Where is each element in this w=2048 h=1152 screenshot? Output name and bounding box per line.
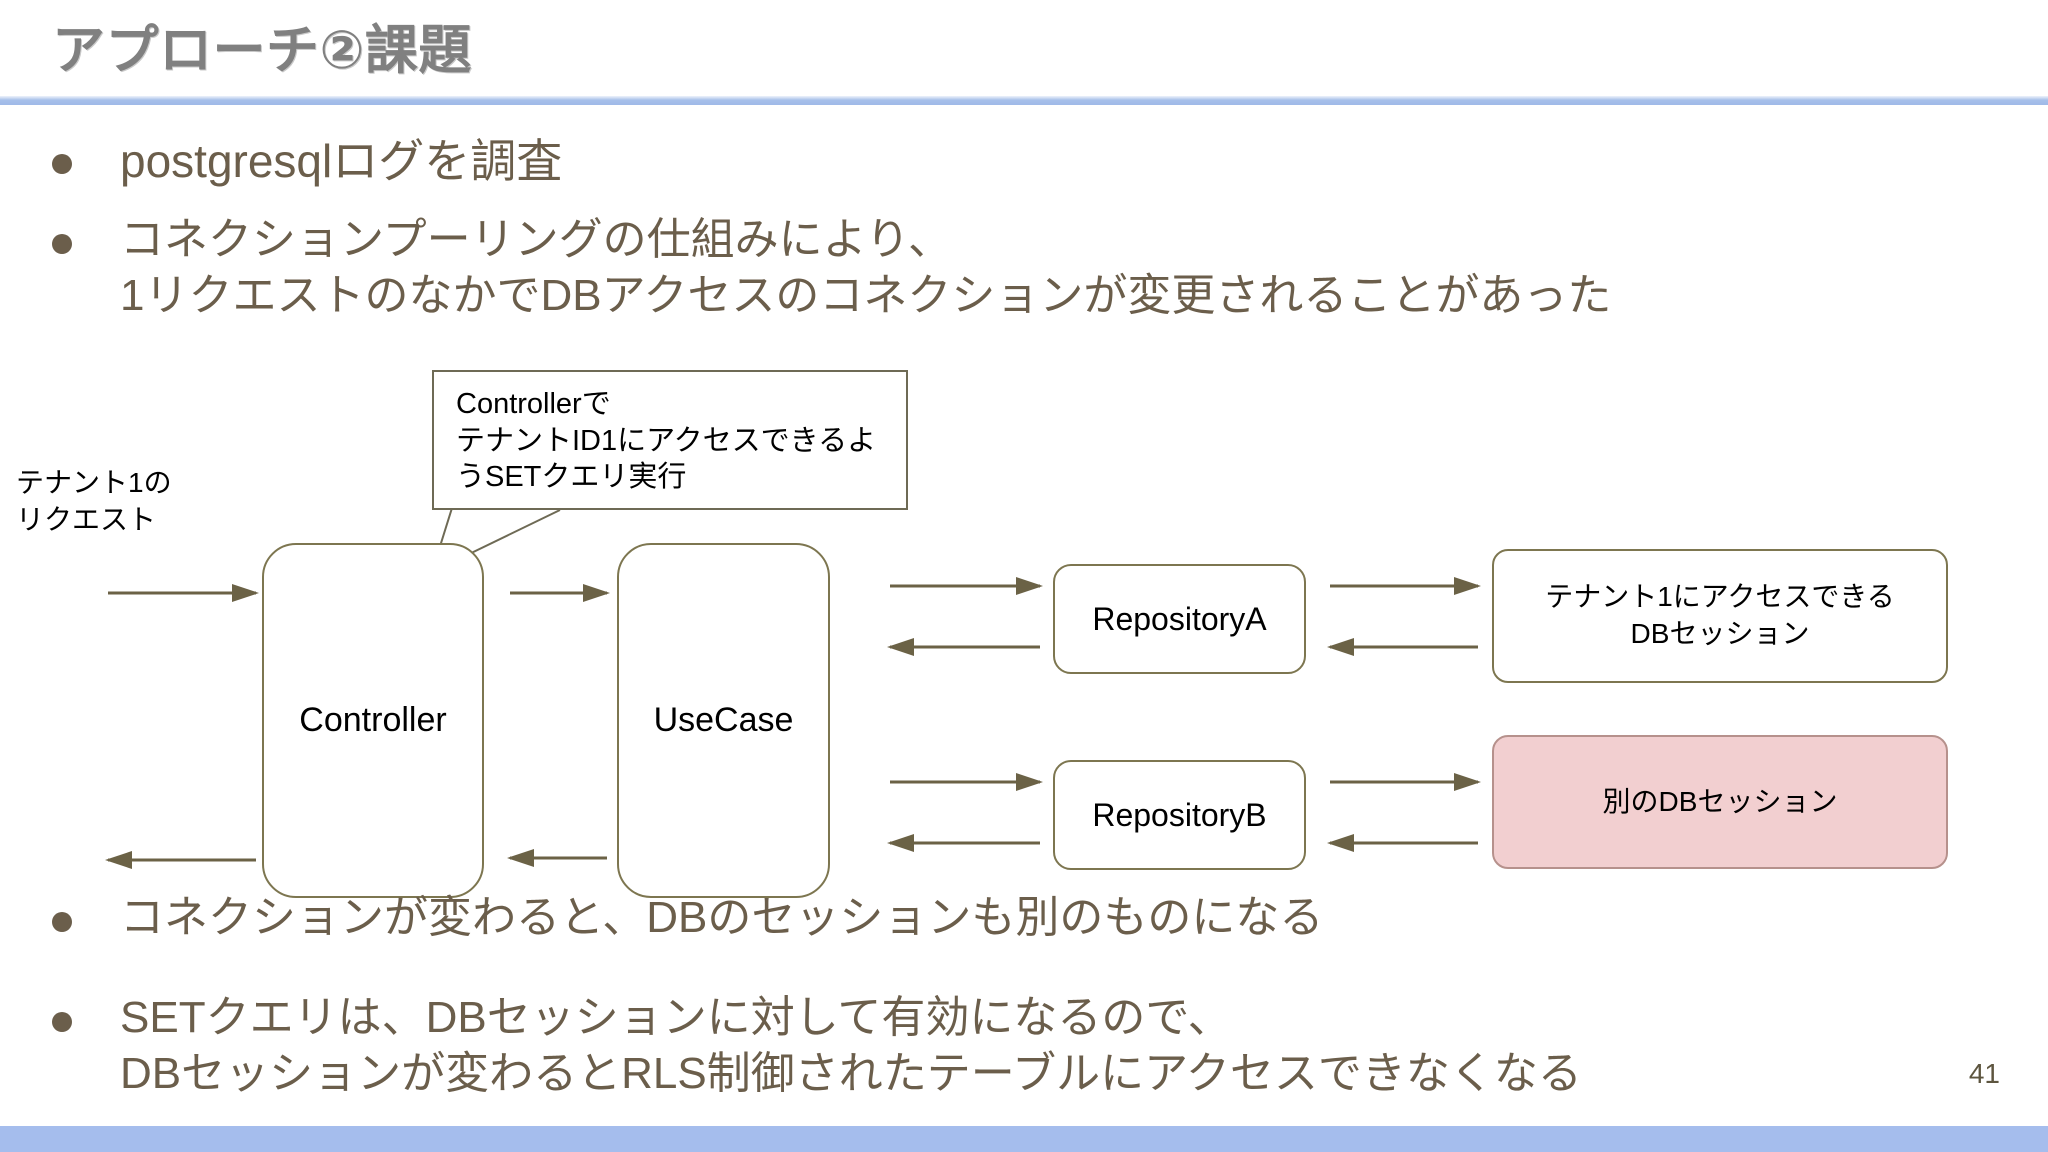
node-controller-label: Controller	[299, 701, 447, 740]
node-db-session-other-label: 別のDBセッション	[1602, 785, 1838, 817]
bullet-dot-icon	[52, 1012, 72, 1032]
callout-box: Controllerで テナントID1にアクセスできるよ うSETクエリ実行	[432, 370, 908, 510]
page-title: アプローチ②課題	[52, 21, 472, 80]
bullet-dot-icon	[52, 234, 72, 254]
footer-bar	[0, 1126, 2048, 1152]
callout-line1: Controllerで	[456, 388, 611, 420]
bullet-item-1: postgresqlログを調査	[52, 132, 562, 191]
node-db-session-tenant1-line2: DBセッション	[1630, 618, 1810, 649]
bullet-text-2-line1: コネクションプーリングの仕組みにより、	[120, 215, 953, 264]
node-db-session-other: 別のDBセッション	[1492, 735, 1948, 869]
title-divider	[0, 96, 2048, 105]
node-db-session-tenant1-line1: テナント1にアクセスできる	[1545, 581, 1895, 613]
bullet-dot-icon	[52, 154, 72, 174]
bullet-text-2-line2: 1リクエストのなかでDBアクセスのコネクションが変更されることがあった	[120, 271, 1612, 321]
bullet-text-3: コネクションが変わると、DBのセッションも別のものになる	[120, 893, 1324, 942]
node-db-session-tenant1: テナント1にアクセスできる DBセッション	[1492, 549, 1948, 683]
bullet-text-4-line2: DBセッションが変わるとRLS制御されたテーブルにアクセスできなくなる	[120, 1049, 1582, 1099]
bullet-dot-icon	[52, 912, 72, 932]
diagram-arrows	[105, 506, 1481, 869]
bullet-item-3: コネクションが変わると、DBのセッションも別のものになる	[52, 890, 1323, 946]
node-repository-b-label: RepositoryB	[1092, 796, 1267, 833]
request-label: テナント1の リクエスト	[16, 465, 172, 539]
bullet-text-1: postgresqlログを調査	[120, 135, 563, 187]
node-usecase: UseCase	[617, 543, 830, 898]
bullet-text-4-line1: SETクエリは、DBセッションに対して有効になるので、	[120, 993, 1232, 1042]
architecture-diagram: テナント1の リクエスト Controllerで テナントID	[0, 350, 2048, 910]
node-repository-b: RepositoryB	[1053, 760, 1306, 870]
bullet-item-4: SETクエリは、DBセッションに対して有効になるので、 DBセッションが変わると…	[52, 990, 1582, 1103]
node-repository-a: RepositoryA	[1053, 564, 1306, 674]
callout-line2: テナントID1にアクセスできるよ	[456, 424, 877, 457]
page-number: 41	[1968, 1058, 2000, 1089]
callout-line3: うSETクエリ実行	[456, 461, 687, 494]
request-label-line1: テナント1の	[16, 467, 172, 498]
node-usecase-label: UseCase	[653, 701, 794, 740]
node-controller: Controller	[262, 543, 484, 898]
bullet-item-2: コネクションプーリングの仕組みにより、 1リクエストのなかでDBアクセスのコネク…	[52, 212, 1611, 325]
node-repository-a-label: RepositoryA	[1092, 600, 1267, 637]
request-label-line2: リクエスト	[16, 503, 157, 535]
